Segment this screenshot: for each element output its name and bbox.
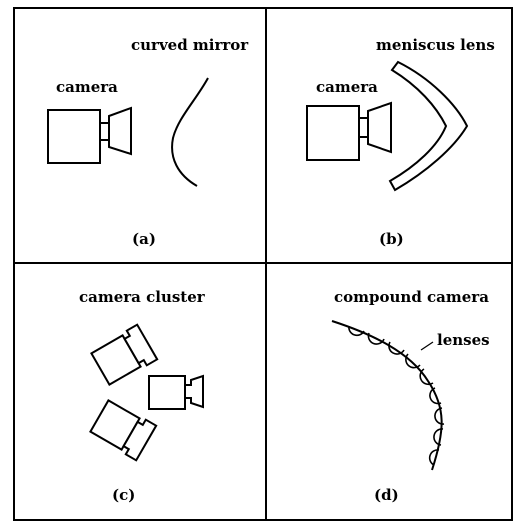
- lens-icon: [419, 368, 434, 386]
- curved-mirror-shape: [171, 77, 209, 187]
- panel-b-camera-label: camera: [316, 78, 378, 96]
- camera-icon: [306, 101, 392, 161]
- lens-icon: [429, 387, 442, 405]
- panel-c-title: camera cluster: [79, 288, 206, 306]
- lens-icon: [428, 449, 440, 466]
- panel-a-element-label: curved mirror: [131, 36, 249, 54]
- camera-icon: [47, 106, 132, 164]
- lens-icon: [348, 325, 365, 337]
- panel-a-camera-label: camera: [56, 78, 118, 96]
- panel-d-title: compound camera: [334, 288, 489, 306]
- panel-b-element-label: meniscus lens: [376, 36, 495, 54]
- panel-a-caption: (a): [132, 230, 156, 248]
- meniscus-lens-shape: [388, 60, 469, 192]
- panel-d: compound camera lenses (d): [331, 288, 490, 504]
- lens-icon: [433, 428, 444, 446]
- compound-eye-surface: [331, 320, 443, 471]
- lens-icon: [367, 332, 385, 345]
- grid-frame: [13, 7, 513, 521]
- lens-bumps: [348, 325, 445, 466]
- camera-icon: [90, 323, 159, 386]
- panel-b: meniscus lens camera (b): [306, 36, 495, 248]
- lenses-pointer-line: [420, 341, 434, 351]
- lens-icon: [388, 341, 405, 355]
- lens-icon: [434, 407, 445, 425]
- panel-d-lenses-label: lenses: [437, 331, 490, 349]
- camera-icon: [148, 374, 204, 410]
- panel-c-caption: (c): [112, 486, 135, 504]
- panel-c: camera cluster (c): [79, 288, 206, 504]
- panel-d-caption: (d): [374, 486, 399, 504]
- panel-a: curved mirror camera (a): [47, 36, 249, 248]
- panel-b-caption: (b): [379, 230, 404, 248]
- camera-icon: [89, 399, 158, 462]
- lens-icon: [405, 353, 421, 369]
